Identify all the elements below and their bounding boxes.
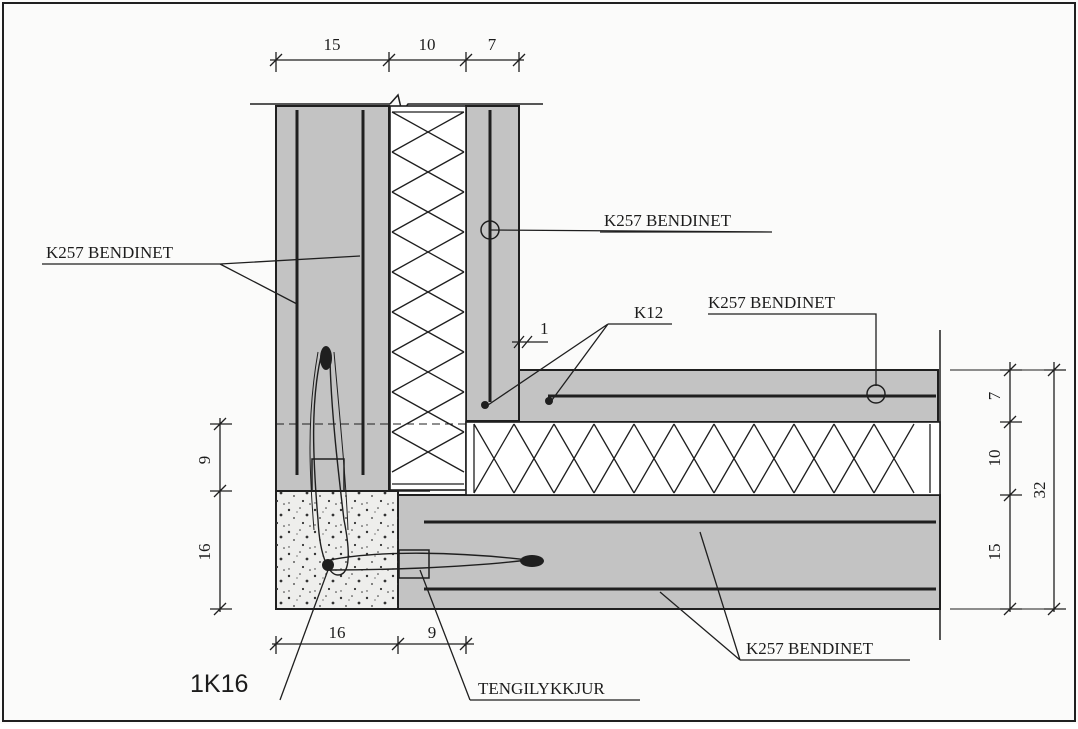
leader-bendinet-slab	[708, 313, 877, 386]
label-k12: K12	[634, 303, 663, 322]
leader-bendinet-left	[42, 255, 361, 305]
k16-bar	[322, 559, 334, 571]
leader-tengilykkjur	[419, 569, 640, 701]
leader-bendinet-bottom	[659, 531, 910, 661]
dim-gap-value: 1	[540, 319, 549, 338]
floor-slab-concrete	[397, 494, 941, 610]
dim-gap	[512, 335, 548, 349]
tie-box-wall	[311, 458, 345, 492]
dim-bottom-2: 9	[428, 623, 437, 642]
dim-bottom-1: 16	[329, 623, 346, 642]
dim-ticks-top	[269, 53, 526, 67]
label-k16: 1K16	[190, 670, 248, 698]
wall-insulation-hatch	[391, 111, 465, 485]
leader-k12	[487, 323, 672, 406]
tie-loop-horizontal-end	[520, 555, 544, 567]
dim-chain-top	[270, 52, 524, 72]
dim-left-1: 9	[195, 456, 214, 465]
dim-top-2: 10	[419, 35, 436, 54]
cast-joint-aggregate	[276, 491, 398, 609]
dim-top-3: 7	[488, 35, 497, 54]
outer-wall-concrete	[465, 105, 520, 422]
tie-box-slab	[398, 549, 430, 579]
label-tengilykkjur: TENGILYKKJUR	[478, 679, 605, 698]
k12-bar-slab	[545, 397, 553, 405]
dim-right-total: 32	[1030, 482, 1049, 499]
dim-chain-left	[210, 417, 232, 616]
dim-extension-right	[950, 369, 1066, 610]
label-bendinet-bottom: K257 BENDINET	[746, 639, 874, 658]
tie-loop-vertical-strands	[309, 351, 349, 531]
k12-bar-wall	[481, 401, 489, 409]
leader-bendinet-wall	[489, 229, 773, 233]
dim-right-3: 15	[985, 544, 1004, 561]
dim-chain-bottom	[269, 636, 474, 654]
dim-top-1: 15	[324, 35, 341, 54]
label-bendinet-wall: K257 BENDINET	[604, 211, 732, 230]
tie-loop-vertical-end	[320, 346, 332, 370]
tie-loop-vertical	[312, 351, 349, 576]
dim-right-2: 10	[985, 450, 1004, 467]
wall-insulation	[389, 105, 467, 491]
label-bendinet-left: K257 BENDINET	[46, 243, 174, 262]
label-bendinet-slab: K257 BENDINET	[708, 293, 836, 312]
inner-wall-concrete	[275, 105, 390, 492]
dim-left-2: 16	[195, 544, 214, 561]
dim-right-1: 7	[985, 391, 1004, 400]
joint-corner	[397, 490, 430, 500]
slab-insulation	[465, 421, 941, 496]
slab-insulation-hatch	[473, 423, 931, 494]
leader-k16	[279, 569, 329, 701]
